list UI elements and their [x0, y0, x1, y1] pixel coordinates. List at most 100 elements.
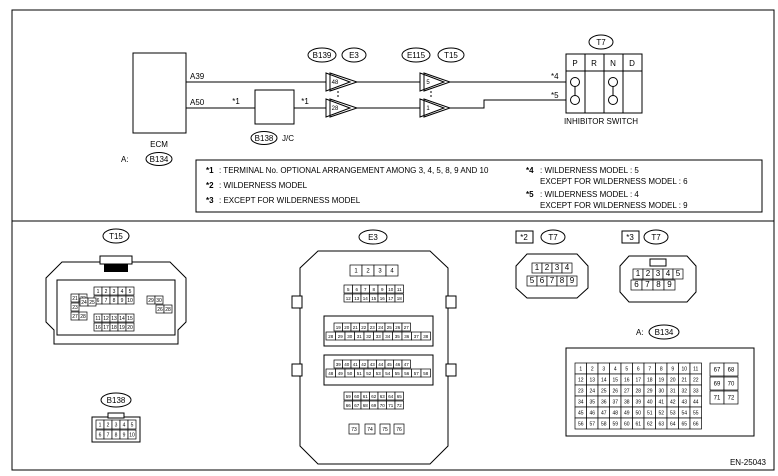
- pin-number: 56: [404, 371, 410, 376]
- pin-number: 27: [624, 389, 630, 395]
- t7b-tag: [643, 229, 669, 245]
- pin-number: 18: [647, 378, 653, 384]
- pin-number: 4: [123, 423, 126, 429]
- t7a-tag-text: T7: [548, 233, 558, 242]
- e3-pin28-triangle: [325, 98, 352, 118]
- pin-number: 10: [127, 298, 133, 304]
- pin-number: 41: [353, 362, 359, 367]
- pin-number: 55: [693, 411, 699, 417]
- e115-pin5-triangle: [419, 72, 446, 92]
- pin-cell: [125, 286, 135, 296]
- pin-number: 22: [361, 325, 367, 330]
- pin-number: 13: [354, 296, 360, 301]
- pin-number: 63: [658, 422, 664, 428]
- switch-label: INHIBITOR SWITCH: [564, 117, 638, 126]
- jc-label: J/C: [282, 134, 294, 143]
- pin-cell: [70, 302, 80, 312]
- pin-number: 29: [647, 389, 653, 395]
- pin-number: 23: [72, 305, 78, 311]
- switch-note-top: *4: [551, 72, 559, 81]
- pin-cell: [364, 423, 376, 435]
- pin-number: 58: [601, 422, 607, 428]
- pin-number: 28: [635, 389, 641, 395]
- pin-number: 43: [681, 400, 687, 406]
- pin-number: 53: [670, 411, 676, 417]
- pin-number: 36: [404, 334, 410, 339]
- pin-number: 30: [658, 389, 664, 395]
- pin-number: 20: [670, 378, 676, 384]
- pin-cell: [393, 423, 405, 435]
- pin-number: 37: [612, 400, 618, 406]
- switch-contact-n-bottom: [608, 95, 618, 105]
- ecm-conn-ref: A:: [121, 155, 129, 164]
- pin-number: 31: [357, 334, 363, 339]
- pin-number: 8: [660, 367, 663, 373]
- note2-text: : WILDERNESS MODEL: [219, 181, 308, 190]
- t7a-note: *2: [520, 233, 528, 242]
- wires: [186, 81, 566, 109]
- note3-mark: *3: [206, 196, 214, 205]
- pin-cell: [78, 311, 88, 321]
- e3-pin-28: 28: [332, 106, 339, 112]
- pin-number: 7: [107, 433, 110, 439]
- e115-pair-tag1-text: E115: [407, 51, 426, 60]
- e3-pin48-triangle-outer: [329, 72, 359, 92]
- pin-number: 56: [578, 422, 584, 428]
- e3-pair-tag1: [307, 47, 337, 63]
- pin-cell: [127, 419, 137, 430]
- e3-pair: B139 E3 48 28: [307, 47, 367, 118]
- note1-mark: *1: [206, 166, 214, 175]
- pin-number: 1: [636, 269, 641, 278]
- switch-pos-p: P: [572, 59, 577, 68]
- pin-number: 1: [354, 269, 358, 275]
- pin-number: 4: [121, 289, 124, 295]
- note2-mark: *2: [206, 181, 214, 190]
- pin-number: 30: [347, 334, 353, 339]
- pin-number: 23: [578, 389, 584, 395]
- e115-pin5-triangle-outer: [423, 72, 452, 92]
- pin-number: 49: [624, 411, 630, 417]
- pin-number: 10: [388, 287, 394, 292]
- pin-cell: [401, 359, 411, 369]
- pin-number: 7: [645, 280, 650, 289]
- e3-tab-left-1: [291, 295, 303, 309]
- ecm-pin-a39: A39: [190, 72, 205, 81]
- t15-tag: [102, 228, 130, 244]
- pin-number: 3: [602, 367, 605, 373]
- pin-number: 16: [380, 296, 386, 301]
- pin-cell: [125, 295, 135, 305]
- pin-number: 7: [648, 367, 651, 373]
- pin-number: 17: [635, 378, 641, 384]
- e115-pair-tag2: [437, 47, 465, 63]
- pin-number: 5: [347, 287, 350, 292]
- note5-mark: *5: [526, 190, 534, 199]
- pin-number: 1: [535, 263, 540, 272]
- pin-number: 39: [336, 362, 342, 367]
- e3-pin28-triangle-outer: [329, 98, 359, 118]
- b138-tag: [100, 392, 132, 408]
- inhibitor-switch: T7 P R N D *4 *5 INHIBITOR SWITCH: [551, 34, 643, 126]
- pin-number: 5: [129, 289, 132, 295]
- pin-number: 11: [397, 287, 402, 292]
- pin-cell: [672, 268, 684, 280]
- pin-number: 43: [370, 362, 376, 367]
- b134-ref: A:: [636, 328, 644, 337]
- pin-number: 24: [378, 325, 384, 330]
- note5-text: : WILDERNESS MODEL : 4: [540, 190, 639, 199]
- pin-number: 9: [123, 433, 126, 439]
- pin-number: 2: [107, 423, 110, 429]
- pin-number: 3: [115, 423, 118, 429]
- pin-cell: [127, 429, 137, 440]
- pin-number: 3: [656, 269, 661, 278]
- switch-tag-text: T7: [596, 38, 606, 47]
- pin-cell: [394, 284, 404, 294]
- switch-note-bottom: *5: [551, 91, 559, 100]
